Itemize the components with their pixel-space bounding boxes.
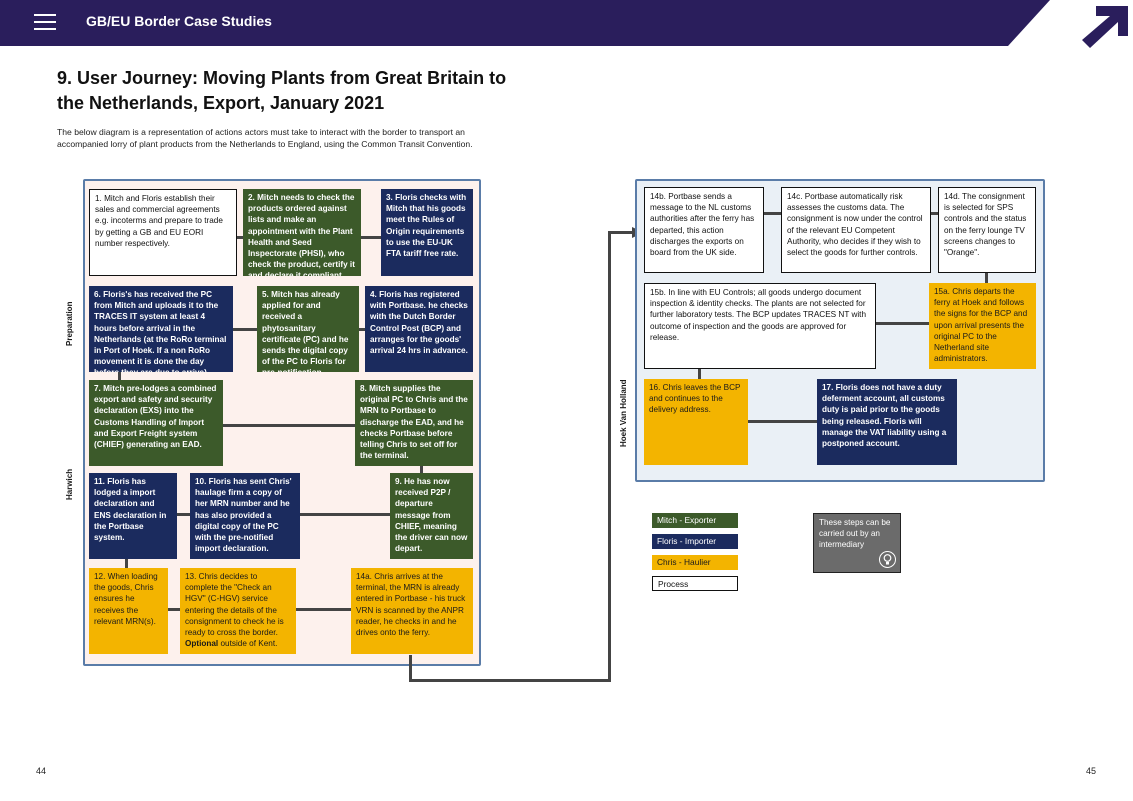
step-6: 6. Floris's has received the PC from Mit… [89, 286, 233, 372]
header-title: GB/EU Border Case Studies [86, 13, 272, 29]
connector [420, 466, 423, 476]
legend-floris-importer: Floris - Importer [652, 534, 738, 549]
connector [608, 231, 611, 682]
legend-chris-haulier: Chris - Haulier [652, 555, 738, 570]
label-preparation: Preparation [65, 301, 74, 346]
connector [222, 424, 356, 427]
connector [985, 272, 988, 284]
legend-mitch-exporter: Mitch - Exporter [652, 513, 738, 528]
step-10: 10. Floris has sent Chris' haulage firm … [190, 473, 300, 559]
step-13-optional: Optional [185, 639, 219, 649]
connector [125, 558, 128, 569]
page-number-left: 44 [36, 766, 47, 776]
lightbulb-icon [879, 551, 896, 568]
connector [358, 328, 366, 331]
step-2: 2. Mitch needs to check the products ord… [243, 189, 361, 276]
step-16: 16. Chris leaves the BCP and continues t… [644, 379, 748, 465]
step-1: 1. Mitch and Floris establish their sale… [89, 189, 237, 276]
step-14d: 14d. The consignment is selected for SPS… [938, 187, 1036, 273]
page-number-right: 45 [1086, 766, 1097, 776]
connector [608, 231, 635, 234]
step-15b: 15b. In line with EU Controls; all goods… [644, 283, 876, 369]
step-4: 4. Floris has registered with Portbase. … [365, 286, 473, 372]
connector [118, 371, 121, 383]
connector [762, 212, 782, 215]
step-14a: 14a. Chris arrives at the terminal, the … [351, 568, 473, 654]
connector [232, 328, 258, 331]
connector [360, 236, 382, 239]
connector [409, 655, 412, 682]
connector [296, 608, 352, 611]
connector [167, 608, 181, 611]
step-12: 12. When loading the goods, Chris ensure… [89, 568, 168, 654]
intro-text: The below diagram is a representation of… [57, 127, 473, 149]
step-8: 8. Mitch supplies the original PC to Chr… [355, 380, 473, 466]
connector [236, 236, 244, 239]
page-title: 9. User Journey: Moving Plants from Grea… [57, 68, 507, 113]
connector [298, 513, 391, 516]
legend-intermediary: These steps can be carried out by an int… [813, 513, 901, 573]
step-14b: 14b. Portbase sends a message to the NL … [644, 187, 764, 273]
header-bar [0, 0, 1050, 46]
menu-icon[interactable] [34, 14, 56, 32]
step-11: 11. Floris has lodged a import declarati… [89, 473, 177, 559]
step-13-text: 13. Chris decides to complete the "Check… [185, 572, 284, 638]
legend-intermediary-text: These steps can be carried out by an int… [819, 518, 891, 550]
step-14c: 14c. Portbase automatically risk assesse… [781, 187, 931, 273]
step-13-tail: outside of Kent. [218, 639, 278, 649]
label-hoek-van-holland: Hoek Van Holland [619, 379, 628, 447]
step-17: 17. Floris does not have a duty defermen… [817, 379, 957, 465]
step-3: 3. Floris checks with Mitch that his goo… [381, 189, 473, 276]
step-15a: 15a. Chris departs the ferry at Hoek and… [929, 283, 1036, 369]
step-13: 13. Chris decides to complete the "Check… [180, 568, 296, 654]
connector [177, 513, 191, 516]
legend-process: Process [652, 576, 738, 591]
connector [698, 368, 701, 380]
arrow-logo-icon [1082, 6, 1128, 48]
connector [409, 679, 611, 682]
step-5: 5. Mitch has already applied for and rec… [257, 286, 359, 372]
step-9: 9. He has now received P2P / departure m… [390, 473, 473, 559]
connector [875, 322, 929, 325]
connector [929, 212, 939, 215]
connector [748, 420, 817, 423]
label-harwich: Harwich [65, 468, 74, 500]
step-7: 7. Mitch pre-lodges a combined export an… [89, 380, 223, 466]
